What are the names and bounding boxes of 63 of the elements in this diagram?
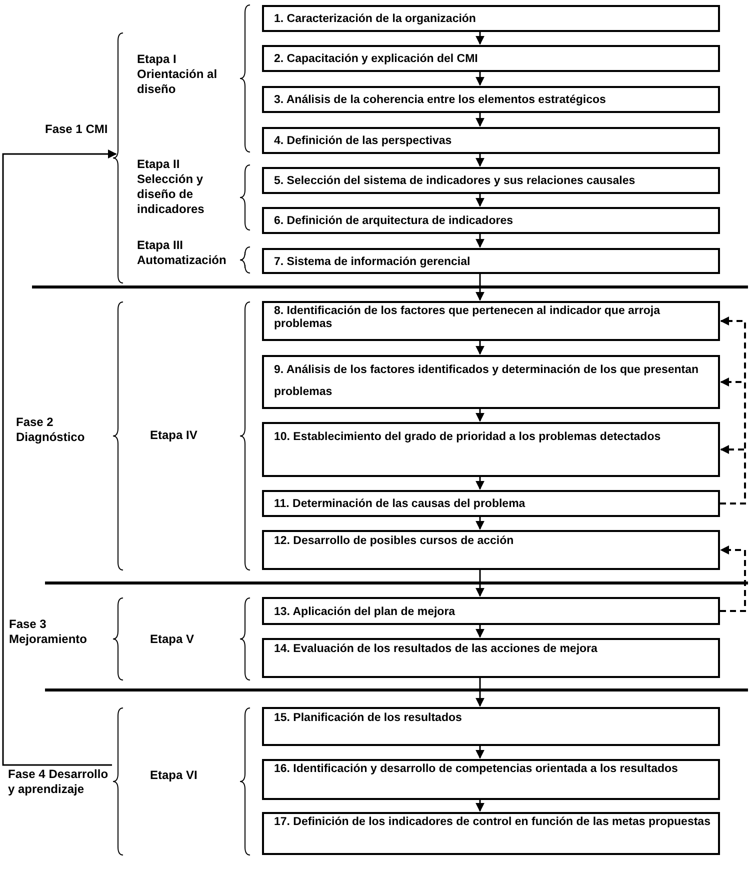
arrow: [476, 678, 484, 707]
step-text: 3. Análisis de la coherencia entre los elementos estratégicos: [274, 93, 607, 108]
arrow: [476, 477, 484, 490]
arrow: [476, 72, 484, 86]
phase-label: Fase 4 Desarrollo y aprendizaje: [8, 767, 110, 797]
step-text: 10. Establecimiento del grado de prioridad a los problemas detectados: [274, 430, 662, 445]
arrow: [476, 409, 484, 422]
step-text: 1. Caracterización de la organización: [274, 12, 477, 27]
process-box: [262, 530, 720, 570]
stage-label: Fase 3 Mejoramiento: [9, 617, 88, 647]
arrow: [476, 341, 484, 355]
arrow: [720, 445, 746, 504]
process-box: [262, 638, 720, 678]
step-text: 13. Aplicación del plan de mejora: [274, 604, 456, 620]
step-text: 14. Evaluación de los resultados de las acciones de mejora: [274, 642, 598, 657]
arrow: [476, 746, 484, 759]
arrow: [476, 517, 484, 530]
phase-label: Fase 1 CMI: [45, 122, 109, 137]
process-box: [262, 759, 720, 800]
process-box: [262, 490, 720, 517]
step-text: 16. Identificación y desarrollo de competencias orientada a los resultados: [274, 763, 679, 776]
step-text: 6. Definición de arquitectura de indicadores: [274, 214, 514, 229]
process-box: [262, 301, 720, 341]
stage-label: Etapa I Orientación al diseño: [137, 52, 218, 97]
step-text: 11. Determinación de las causas del problema: [274, 497, 526, 512]
step-text: 7. Sistema de información gerencial: [274, 254, 472, 270]
process-box: [262, 422, 720, 477]
process-box: [262, 597, 720, 625]
stage-label: Etapa II Selección y diseño de indicadores: [137, 157, 206, 217]
step-text: 12. Desarrollo de posibles cursos de acción: [274, 534, 515, 549]
stage-label: Fase 2 Diagnóstico: [16, 415, 86, 445]
stage-label: Etapa VI: [150, 768, 198, 783]
arrow: [476, 625, 484, 638]
stage-label: Etapa V: [150, 632, 196, 647]
arrow: [476, 194, 484, 207]
process-box: [262, 5, 720, 32]
process-box: [262, 45, 720, 72]
step-text: 2. Capacitación y explicación del CMI: [274, 52, 479, 67]
arrow: [476, 274, 484, 301]
arrow: [476, 154, 484, 167]
process-box: [262, 707, 720, 746]
step-text: 17. Definición de los indicadores de control en función de las metas propuestas: [274, 816, 712, 829]
step-text: 8. Identificación de los factores que pertenecen al indicador que arroja problemas: [274, 305, 661, 331]
process-box: [262, 355, 720, 409]
step-text: 15. Planificación de los resultados: [274, 711, 463, 726]
stage-label: Etapa IV: [150, 428, 198, 443]
step-text: 9. Análisis de los factores identificados y determinación de los que presentan problemas: [274, 363, 700, 400]
process-box: [262, 207, 720, 234]
step-text: 4. Definición de las perspectivas: [274, 134, 453, 149]
arrow: [476, 570, 484, 597]
arrow: [476, 234, 484, 248]
stage-label: Etapa III Automatización: [137, 238, 228, 268]
arrow: [476, 800, 484, 812]
process-box: [262, 248, 720, 274]
arrow: [2, 150, 117, 766]
arrow: [476, 113, 484, 127]
process-box: [262, 167, 720, 194]
arrow: [476, 32, 484, 45]
process-box: [262, 86, 720, 113]
process-box: [262, 127, 720, 154]
step-text: 5. Selección del sistema de indicadores y sus relaciones causales: [274, 174, 636, 189]
arrow: [720, 546, 746, 612]
process-box: [262, 812, 720, 855]
